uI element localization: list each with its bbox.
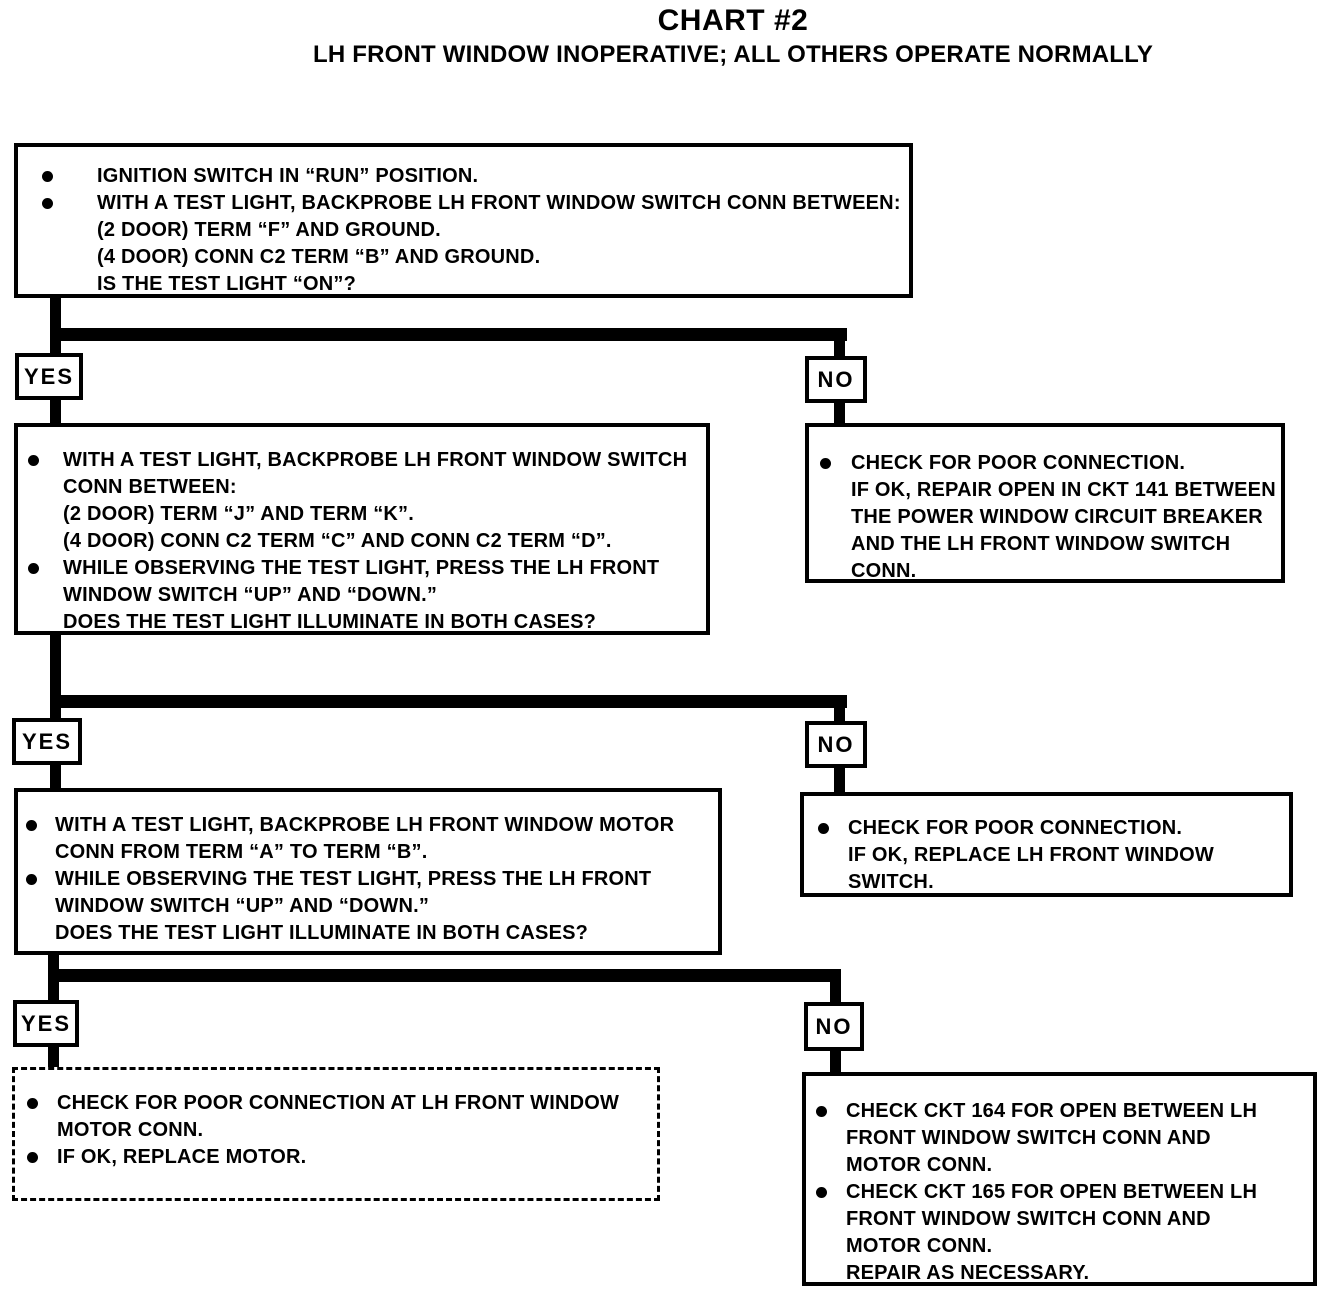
connector-branch3-horizontal [48,969,841,982]
step1-box: IGNITION SWITCH IN “RUN” POSITION. WITH A… [14,143,913,298]
bullet-item: WITH A TEST LIGHT, BACKPROBE LH FRONT WI… [28,447,692,555]
chart-title: CHART #2 [657,4,809,37]
connector-yes1-to-step2 [50,400,61,425]
chart-header: CHART #2 LH FRONT WINDOW INOPERATIVE; AL… [0,4,1344,70]
no-result2-box: CHECK FOR POOR CONNECTION.IF OK, REPLACE… [800,792,1293,897]
bullet-text: IGNITION SWITCH IN “RUN” POSITION. [97,165,479,187]
connector-step1-down [50,298,61,355]
bullet-text: IF OK, REPLACE MOTOR. [57,1146,307,1168]
bullet-icon [26,820,37,831]
bullet-item: CHECK FOR POOR CONNECTION AT LH FRONT WI… [27,1090,647,1144]
bullet-icon [28,455,39,466]
connector-yes3-to-result [48,1047,59,1067]
bullet-text: CHECK FOR POOR CONNECTION.IF OK, REPAIR … [851,452,1276,582]
bullet-text: WHILE OBSERVING THE TEST LIGHT, PRESS TH… [63,557,660,633]
connector-no3-to-result3 [830,1051,841,1072]
bullet-icon [42,171,53,182]
step2-box: WITH A TEST LIGHT, BACKPROBE LH FRONT WI… [14,423,710,635]
bullet-icon [26,874,37,885]
no-result1-box: CHECK FOR POOR CONNECTION.IF OK, REPAIR … [805,423,1285,583]
bullet-icon [816,1187,827,1198]
bullet-text: CHECK FOR POOR CONNECTION.IF OK, REPLACE… [848,817,1214,893]
bullet-icon [820,458,831,469]
bullet-item: WHILE OBSERVING THE TEST LIGHT, PRESS TH… [26,866,704,947]
connector-yes2-to-step3 [50,765,61,790]
connector-branch1-horizontal [50,328,847,341]
yes-label-2: YES [12,718,82,765]
connector-branch2-no-down [834,701,845,722]
bullet-text: WITH A TEST LIGHT, BACKPROBE LH FRONT WI… [55,814,675,863]
bullet-text: CHECK FOR POOR CONNECTION AT LH FRONT WI… [57,1092,620,1141]
connector-no2-to-result2 [834,768,845,794]
yes-label-1: YES [15,353,83,400]
bullet-icon [27,1152,38,1163]
bullet-item: IF OK, REPLACE MOTOR. [27,1144,647,1171]
no-label-2: NO [805,721,867,768]
connector-step2-down [50,635,61,720]
no-label-3: NO [804,1002,864,1051]
bullet-icon [28,563,39,574]
bullet-icon [816,1106,827,1117]
connector-branch1-no-down [834,334,845,358]
connector-no1-to-result1 [834,403,845,425]
bullet-text: WHILE OBSERVING THE TEST LIGHT, PRESS TH… [55,868,652,944]
bullet-text: WITH A TEST LIGHT, BACKPROBE LH FRONT WI… [97,192,901,295]
yes-label-3: YES [13,1000,79,1047]
bullet-item: WITH A TEST LIGHT, BACKPROBE LH FRONT WI… [26,812,704,866]
bullet-icon [27,1098,38,1109]
bullet-text: WITH A TEST LIGHT, BACKPROBE LH FRONT WI… [63,449,688,552]
bullet-item: CHECK FOR POOR CONNECTION.IF OK, REPAIR … [820,450,1276,585]
chart-subtitle: LH FRONT WINDOW INOPERATIVE; ALL OTHERS … [312,41,1154,68]
no-label-1: NO [805,356,867,403]
yes-result3-box: CHECK FOR POOR CONNECTION AT LH FRONT WI… [12,1067,660,1201]
connector-branch3-no-down [830,975,841,1003]
bullet-item: IGNITION SWITCH IN “RUN” POSITION. [42,163,891,190]
step3-box: WITH A TEST LIGHT, BACKPROBE LH FRONT WI… [14,788,722,955]
bullet-item: WITH A TEST LIGHT, BACKPROBE LH FRONT WI… [42,190,900,298]
connector-branch2-horizontal [50,695,847,708]
bullet-item: CHECK FOR POOR CONNECTION.IF OK, REPLACE… [818,815,1279,896]
bullet-icon [818,823,829,834]
bullet-icon [42,198,53,209]
bullet-item: WHILE OBSERVING THE TEST LIGHT, PRESS TH… [28,555,692,636]
